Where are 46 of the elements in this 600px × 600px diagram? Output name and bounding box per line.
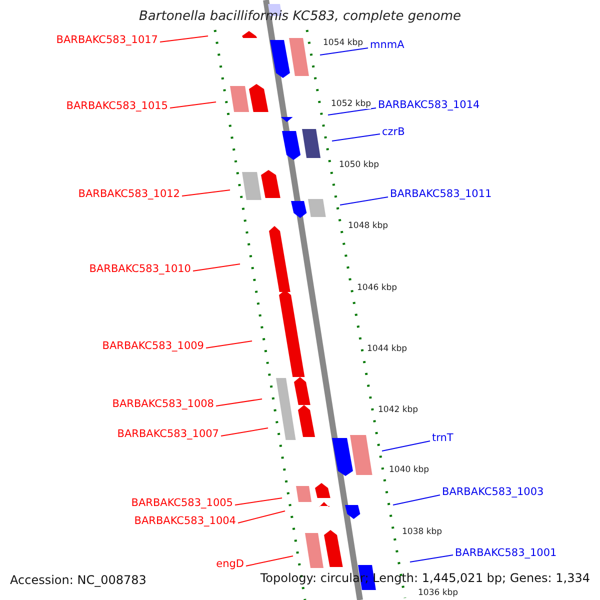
gene-label: BARBAKC583_1011 xyxy=(390,189,492,201)
scale-label: 1044 kbp xyxy=(367,345,408,354)
leader-line xyxy=(328,108,376,116)
leader-line xyxy=(160,36,208,42)
scale-label: 1042 kbp xyxy=(378,406,418,416)
leader-line xyxy=(238,510,286,524)
gene-label: BARBAKC583_1005 xyxy=(131,498,233,510)
leader-line xyxy=(220,428,268,436)
gene-label: BARBAKC583_1010 xyxy=(89,264,191,276)
scale-label: 1046 kbp xyxy=(357,284,398,294)
scale-label: 1036 kbp xyxy=(418,589,458,598)
leader-line xyxy=(246,556,294,566)
accession-text: Accession: NC_008783 xyxy=(10,574,146,588)
gene-label: BARBAKC583_1009 xyxy=(102,341,204,353)
leader-line xyxy=(392,494,440,506)
leader-line xyxy=(340,196,388,206)
scale-label: 1040 kbp xyxy=(389,466,430,476)
leader-line xyxy=(410,554,454,562)
leader-line xyxy=(170,102,216,108)
leader-line xyxy=(332,134,380,142)
gene-label: BARBAKC583_1015 xyxy=(66,101,168,113)
gene-label: BARBAKC583_1001 xyxy=(455,548,557,560)
scale-label: 1052 kbp xyxy=(331,100,372,110)
leader-line xyxy=(182,190,230,196)
gene-label: czrB xyxy=(382,127,405,139)
leader-line xyxy=(206,340,252,348)
leader-line xyxy=(320,48,368,56)
gene-label: BARBAKC583_1004 xyxy=(134,516,236,528)
gene-label: BARBAKC583_1012 xyxy=(78,189,180,201)
leader-line xyxy=(216,398,262,406)
leader-line xyxy=(192,264,240,272)
scale-label: 1038 kbp xyxy=(402,528,442,538)
leader-line xyxy=(382,440,430,452)
gene-label: BARBAKC583_1008 xyxy=(112,399,214,411)
leader-line xyxy=(234,498,282,506)
gene-label: BARBAKC583_1017 xyxy=(56,35,158,47)
gene-label: engD xyxy=(216,559,244,571)
gene-label: BARBAKC583_1007 xyxy=(117,429,219,441)
scale-label: 1048 kbp xyxy=(348,222,388,232)
gene-label: mnmA xyxy=(370,40,404,52)
title: Bartonella bacilliformis KC583, complete genome xyxy=(138,10,462,24)
scale-label: 1054 kbp xyxy=(323,39,364,48)
gene-label: trnT xyxy=(432,433,454,445)
gene-label: BARBAKC583_1014 xyxy=(378,100,480,112)
gene-label: BARBAKC583_1003 xyxy=(442,487,544,499)
scale-label: 1050 kbp xyxy=(339,161,380,170)
